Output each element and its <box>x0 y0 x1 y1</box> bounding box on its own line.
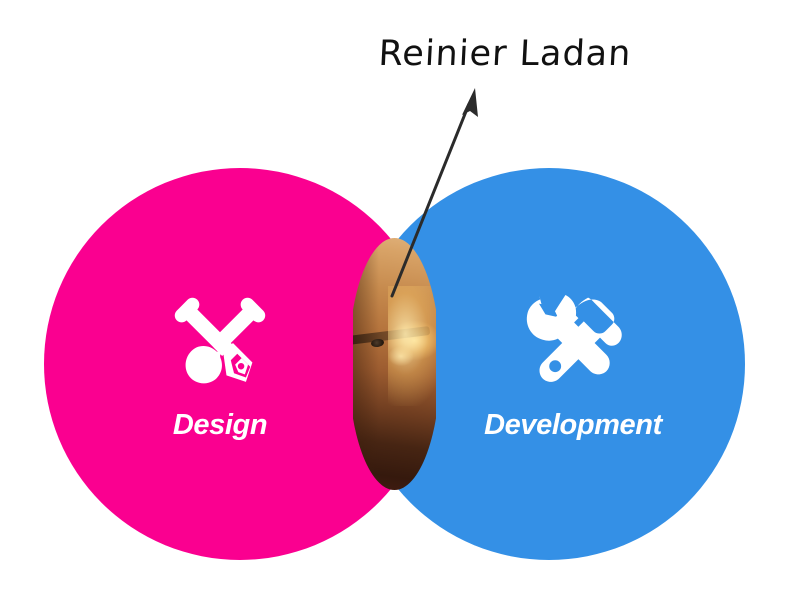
portrait-shadow <box>353 238 379 490</box>
page-title: Reinier Ladan <box>377 34 633 74</box>
lens-flare <box>388 285 436 406</box>
lens-clip-region <box>353 238 436 490</box>
venn-intersection-photo <box>353 168 436 560</box>
